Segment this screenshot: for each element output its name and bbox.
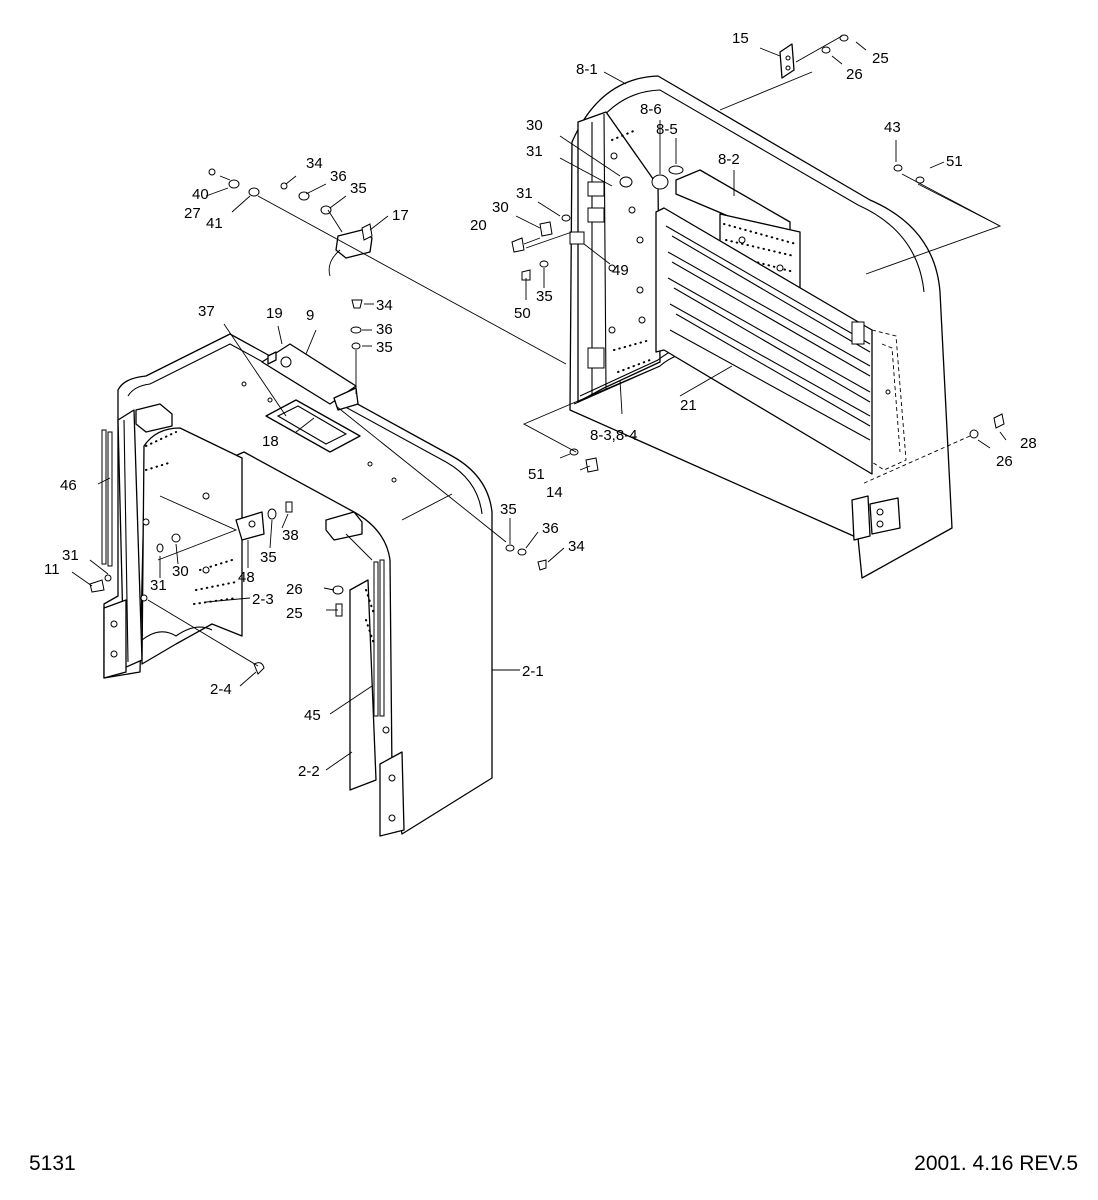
- seal-strip-46: [101, 429, 107, 565]
- callout-8-6: 8-6: [640, 101, 662, 118]
- callout-26: 26: [846, 66, 863, 83]
- callout-36b: 36: [376, 321, 393, 338]
- callout-31c: 31: [62, 547, 79, 564]
- callout-48: 48: [238, 569, 255, 586]
- callout-8-2: 8-2: [718, 151, 740, 168]
- callout-49: 49: [612, 262, 629, 279]
- callout-30b: 30: [492, 199, 509, 216]
- callout-51: 51: [946, 153, 963, 170]
- callout-50: 50: [514, 305, 531, 322]
- callout-27: 27: [184, 205, 201, 222]
- frame-right-leg: [349, 579, 377, 791]
- callout-21: 21: [680, 397, 697, 414]
- callout-31b: 31: [516, 185, 533, 202]
- callout-28: 28: [1020, 435, 1037, 452]
- callout-2-4: 2-4: [210, 681, 232, 698]
- callout-25b: 25: [286, 605, 303, 622]
- callout-8-1: 8-1: [576, 61, 598, 78]
- frame-assembly: [101, 333, 493, 837]
- page-code: 5131: [29, 1152, 76, 1175]
- callout-34: 34: [306, 155, 323, 172]
- seal-strip-45: [373, 561, 379, 717]
- callout-18: 18: [262, 433, 279, 450]
- callout-8-5: 8-5: [656, 121, 678, 138]
- callout-19: 19: [266, 305, 283, 322]
- callout-38: 38: [282, 527, 299, 544]
- left-hardware: [89, 168, 547, 675]
- callout-41: 41: [206, 215, 223, 232]
- callout-14: 14: [546, 484, 563, 501]
- callout-15: 15: [732, 30, 749, 47]
- callout-25: 25: [872, 50, 889, 67]
- louvre-slats: [655, 207, 873, 475]
- callout-31d: 31: [150, 577, 167, 594]
- door-hinge: [851, 495, 871, 541]
- callout-2-3: 2-3: [252, 591, 274, 608]
- callout-30c: 30: [172, 563, 189, 580]
- bracket-15: [779, 43, 795, 79]
- leader-lines: [71, 35, 1007, 771]
- callout-36: 36: [330, 168, 347, 185]
- callout-34b: 34: [376, 297, 393, 314]
- callout-35: 35: [350, 180, 367, 197]
- callout-51b: 51: [528, 466, 545, 483]
- callout-45: 45: [304, 707, 321, 724]
- callout-30: 30: [526, 117, 543, 134]
- frame-back-panel: [141, 427, 243, 665]
- door-assembly: [569, 75, 953, 579]
- callout-17: 17: [392, 207, 409, 224]
- callout-9: 9: [306, 307, 314, 324]
- callout-31: 31: [526, 143, 543, 160]
- callout-26b: 26: [996, 453, 1013, 470]
- callout-34c: 34: [568, 538, 585, 555]
- callout-37: 37: [198, 303, 215, 320]
- callout-36c: 36: [542, 520, 559, 537]
- right-hardware: [511, 34, 1005, 473]
- revision-date: 2001. 4.16 REV.5: [914, 1152, 1078, 1175]
- callout-8-3-8-4: 8-3,8-4: [590, 427, 638, 444]
- callout-2-1: 2-1: [522, 663, 544, 680]
- callout-26c: 26: [286, 581, 303, 598]
- callout-20: 20: [470, 217, 487, 234]
- callout-35c: 35: [376, 339, 393, 356]
- callout-2-2: 2-2: [298, 763, 320, 780]
- callout-11: 11: [44, 561, 60, 578]
- callout-40: 40: [192, 186, 209, 203]
- callout-labels: 15 25 26 8-1 8-6 8-5 30 31 8-2 43 51 40 …: [44, 30, 1037, 780]
- callout-35b: 35: [536, 288, 553, 305]
- callout-35d: 35: [500, 501, 517, 518]
- callout-35e: 35: [260, 549, 277, 566]
- callout-43: 43: [884, 119, 901, 136]
- callout-46: 46: [60, 477, 77, 494]
